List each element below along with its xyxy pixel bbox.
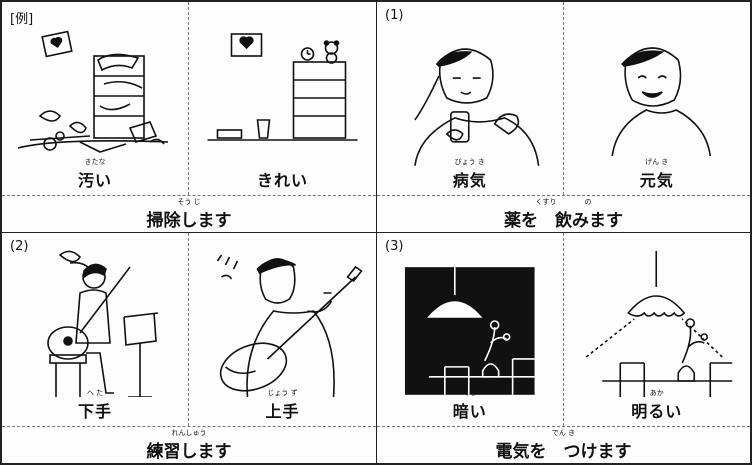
question-3-action-text: 電気を つけます xyxy=(495,442,632,462)
question-1-tag: (1) xyxy=(385,8,404,23)
messy-room-illustration xyxy=(10,16,180,166)
good-guitarist-illustration xyxy=(197,247,368,397)
question-2-right-word: 上手 xyxy=(265,402,300,421)
question-2-tag: (2) xyxy=(10,239,29,254)
healthy-woman-illustration xyxy=(572,16,743,166)
question-3-action: でん き 電気を つけます xyxy=(377,426,750,463)
question-2-right-cell: じょう ず 上手 xyxy=(189,233,376,426)
question-2-right-caption: じょう ず 上手 xyxy=(189,389,376,422)
dark-room-illustration xyxy=(385,247,555,397)
question-1-right-ruby: げん き xyxy=(645,158,669,166)
question-2-right-ruby: じょう ず xyxy=(267,389,298,397)
bright-room-illustration xyxy=(572,247,743,397)
question-1-right-word: 元気 xyxy=(639,171,674,190)
question-2-left-ruby: へ た xyxy=(86,389,104,397)
question-1-action-ruby: くすり の xyxy=(535,198,592,206)
example-right-cell: きれい xyxy=(189,2,376,195)
example-left-cell: きたな 汚い xyxy=(2,2,189,195)
example-right-ruby xyxy=(189,158,376,167)
question-1-left-ruby: びょう き xyxy=(454,158,485,166)
question-2-left-caption: へ た 下手 xyxy=(2,389,188,422)
example-tag: [例] xyxy=(10,12,34,27)
question-1-panel: (1) びょう き xyxy=(377,2,750,233)
question-3-right-word: 明るい xyxy=(631,402,683,421)
example-right-caption: きれい xyxy=(189,158,376,191)
example-panel: [例] xyxy=(2,2,377,233)
sick-woman-illustration xyxy=(385,16,555,166)
example-left-caption: きたな 汚い xyxy=(2,158,188,191)
example-action-ruby: そう じ xyxy=(177,198,201,206)
question-2-panel: (2) xyxy=(2,233,377,463)
question-3-left-word: 暗い xyxy=(452,402,487,421)
question-3-right-caption: あか 明るい xyxy=(564,389,751,422)
question-1-left-cell: びょう き 病気 xyxy=(377,2,564,195)
question-2-action: れんしゅう 練習します xyxy=(2,426,376,463)
question-1-right-cell: げん き 元気 xyxy=(564,2,751,195)
question-2-left-cell: へ た 下手 xyxy=(2,233,189,426)
example-action-text: 掃除します xyxy=(146,211,232,231)
question-3-tag: (3) xyxy=(385,239,404,254)
question-3-left-cell: くら 暗い xyxy=(377,233,564,426)
question-3-left-ruby: くら xyxy=(462,389,477,397)
question-3-panel: (3) くら xyxy=(377,233,750,463)
question-1-right-caption: げん き 元気 xyxy=(564,158,751,191)
example-right-word: きれい xyxy=(256,171,308,190)
clean-room-illustration xyxy=(197,16,368,166)
question-1-action: くすり の 薬を 飲みます xyxy=(377,195,750,232)
example-left-ruby: きたな xyxy=(84,158,106,166)
example-action: そう じ 掃除します xyxy=(2,195,376,232)
question-3-action-ruby: でん き xyxy=(551,429,576,437)
question-2-action-ruby: れんしゅう xyxy=(171,429,207,437)
question-3-left-caption: くら 暗い xyxy=(377,389,563,422)
example-left-word: 汚い xyxy=(77,171,112,190)
question-1-left-word: 病気 xyxy=(452,171,487,190)
bad-guitarist-illustration xyxy=(10,247,180,397)
question-3-right-cell: あか 明るい xyxy=(564,233,751,426)
question-2-action-text: 練習します xyxy=(146,442,232,462)
question-3-right-ruby: あか xyxy=(649,389,664,397)
question-1-left-caption: びょう き 病気 xyxy=(377,158,563,191)
question-2-left-word: 下手 xyxy=(77,402,112,421)
question-1-action-text: 薬を 飲みます xyxy=(504,211,623,231)
